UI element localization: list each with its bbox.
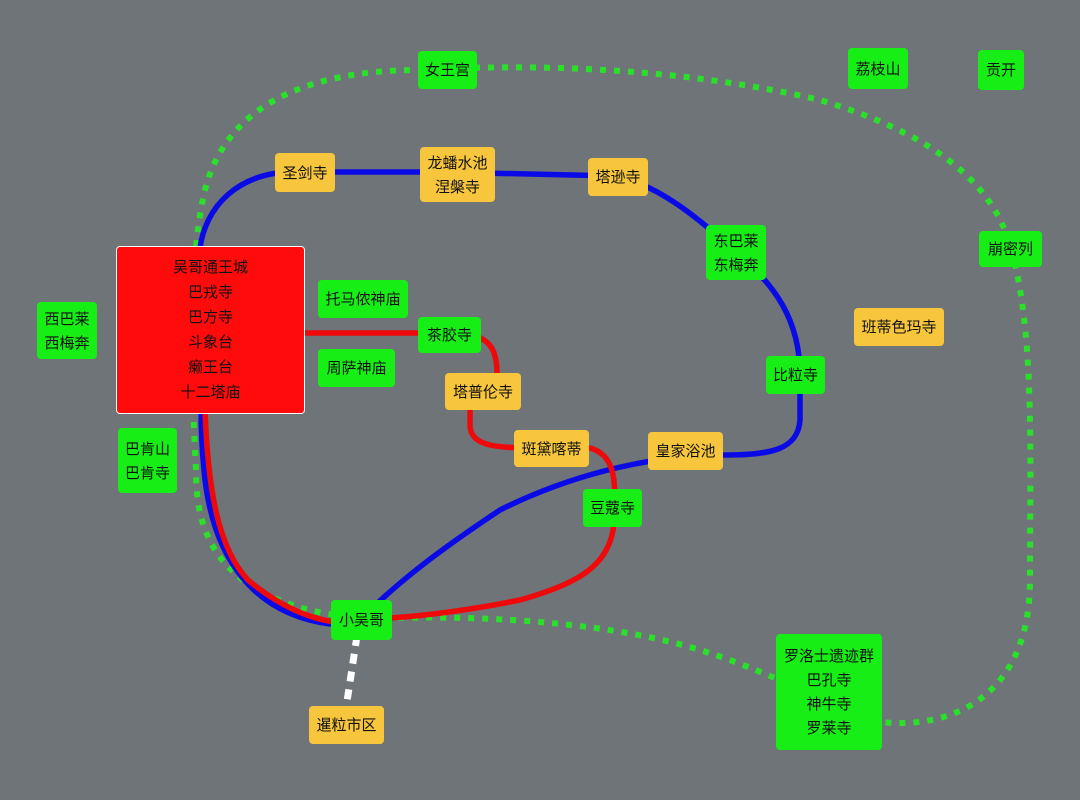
node-label: 西巴莱 [44, 309, 90, 328]
node-beng-mealea: 崩密列 [979, 231, 1042, 267]
node-label: 周萨神庙 [326, 359, 387, 377]
node-label: 十二塔庙 [180, 383, 241, 401]
node-pre-rup: 比粒寺 [766, 356, 825, 394]
node-label: 癞王台 [187, 358, 233, 376]
node-label: 神牛寺 [806, 695, 852, 713]
node-label: 龙蟠水池 [427, 153, 488, 172]
node-east-baray: 东巴莱 东梅奔 [706, 225, 766, 280]
node-label: 斗象台 [187, 333, 233, 351]
node-label: 斑黛喀蒂 [521, 439, 582, 458]
node-thommanon: 托马侬神庙 [318, 280, 408, 318]
node-ta-som: 塔逊寺 [588, 158, 648, 196]
node-label: 塔逊寺 [595, 168, 641, 186]
node-srah-srang: 皇家浴池 [648, 432, 723, 470]
node-label: 荔枝山 [855, 59, 901, 78]
node-label: 巴肯山 [124, 439, 170, 458]
node-label: 东巴莱 [713, 231, 759, 250]
node-label: 巴孔寺 [806, 671, 852, 689]
node-label: 罗莱寺 [806, 719, 852, 737]
node-siem-reap-city: 暹粒市区 [309, 706, 384, 744]
node-label: 巴肯寺 [124, 463, 170, 482]
node-label: 西梅奔 [44, 333, 90, 352]
node-label: 吴哥通王城 [172, 258, 248, 276]
node-label: 女王宫 [424, 61, 470, 79]
node-label: 圣剑寺 [282, 163, 328, 182]
node-women-palace: 女王宫 [418, 51, 477, 89]
node-ta-keo: 茶胶寺 [418, 317, 481, 353]
node-angkor-thom: 吴哥通王城 巴戎寺 巴方寺 斗象台 癞王台 十二塔庙 [116, 246, 305, 414]
node-preah-khan: 圣剑寺 [275, 153, 335, 192]
node-neak-pean: 龙蟠水池 涅槃寺 [420, 147, 495, 202]
node-kulen: 荔枝山 [848, 48, 908, 89]
node-label: 比粒寺 [772, 366, 818, 384]
node-label: 小吴哥 [338, 611, 384, 629]
node-label: 豆蔻寺 [589, 499, 635, 517]
node-chau-say: 周萨神庙 [318, 349, 395, 387]
green-dotted-route [189, 64, 1034, 726]
node-banteay-kdei: 斑黛喀蒂 [514, 430, 589, 467]
node-label: 东梅奔 [713, 255, 759, 274]
white-dotted-route [342, 635, 361, 709]
node-angkor-wat: 小吴哥 [331, 600, 392, 640]
node-label: 崩密列 [987, 240, 1033, 258]
node-label: 罗洛士遗迹群 [783, 647, 874, 665]
node-prasat-kravan: 豆蔻寺 [583, 489, 642, 527]
node-label: 托马侬神庙 [325, 290, 401, 308]
node-label: 塔普伦寺 [452, 382, 513, 401]
node-label: 暹粒市区 [316, 716, 377, 734]
node-label: 贡开 [985, 61, 1016, 79]
node-label: 巴戎寺 [187, 283, 233, 301]
node-label: 巴方寺 [187, 308, 233, 326]
node-ta-prohm: 塔普伦寺 [445, 373, 521, 410]
node-label: 涅槃寺 [434, 177, 480, 196]
node-west-baray: 西巴莱 西梅奔 [37, 302, 97, 359]
node-koh-ker: 贡开 [978, 50, 1024, 90]
node-bakheng: 巴肯山 巴肯寺 [118, 428, 177, 493]
node-roluos: 罗洛士遗迹群 巴孔寺 神牛寺 罗莱寺 [776, 634, 882, 750]
node-banteay-srei: 班蒂色玛寺 [854, 308, 944, 346]
node-label: 皇家浴池 [655, 442, 716, 460]
node-label: 班蒂色玛寺 [861, 318, 937, 336]
node-label: 茶胶寺 [426, 326, 472, 344]
